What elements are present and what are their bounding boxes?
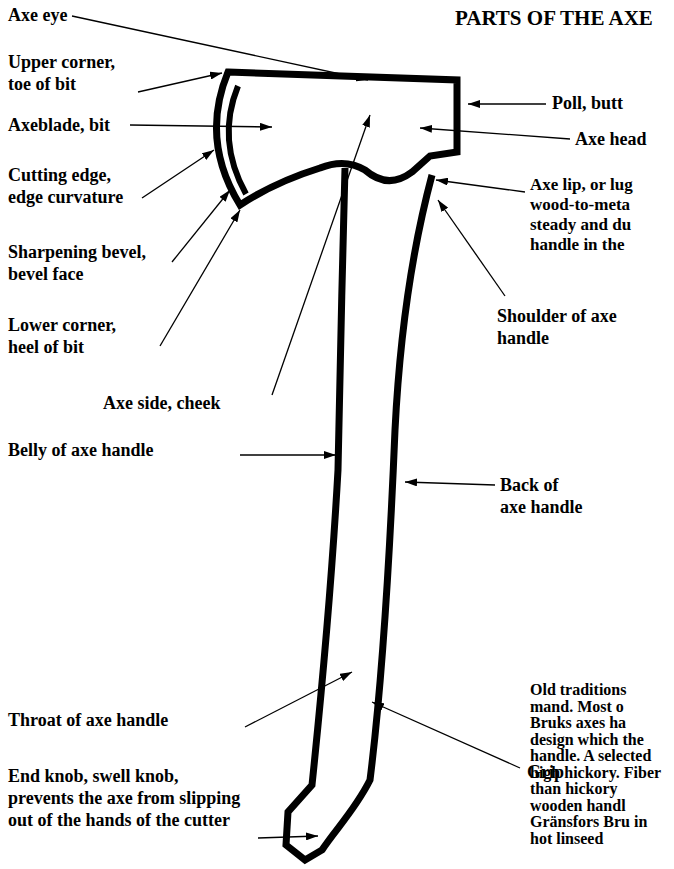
leader-line (72, 16, 368, 80)
part-label: Cutting edge, edge curvature (8, 164, 138, 208)
leader-line (142, 150, 214, 198)
part-label: Axe eye (8, 4, 67, 26)
title: PARTS OF THE AXE (455, 6, 653, 30)
part-label: Upper corner, toe of bit (8, 51, 133, 95)
leader-line (436, 180, 525, 192)
part-label: Lower corner, heel of bit (8, 314, 133, 358)
leader-line (240, 454, 336, 455)
part-label: Axe head (575, 128, 647, 150)
leader-line (160, 210, 240, 346)
leader-line (438, 200, 505, 296)
part-note: Axe lip, or lug wood-to-meta steady and … (530, 175, 655, 255)
leader-line (420, 128, 570, 139)
part-label: Axeblade, bit (8, 114, 110, 136)
leader-line (272, 115, 370, 395)
leader-line (372, 702, 520, 768)
leader-line (138, 73, 222, 92)
bevel-line (229, 86, 246, 194)
leader-line (405, 482, 495, 485)
leader-line (245, 672, 352, 727)
leader-line (258, 836, 318, 838)
body-text: Old traditions mand. Most o Bruks axes h… (530, 682, 665, 847)
part-label: Poll, butt (552, 92, 623, 114)
axe-handle (286, 168, 432, 860)
leader-line (468, 103, 546, 104)
axe-head (216, 72, 457, 205)
part-label: Back of axe handle (500, 474, 586, 518)
part-label: Shoulder of axe handle (497, 305, 632, 349)
part-label: End knob, swell knob, prevents the axe f… (8, 765, 243, 831)
part-label: Sharpening bevel, bevel face (8, 241, 168, 285)
part-label: Belly of axe handle (8, 439, 154, 461)
leader-line (172, 190, 230, 262)
part-label: Throat of axe handle (8, 709, 168, 731)
part-label: Axe side, cheek (103, 392, 220, 414)
leader-line (130, 125, 272, 127)
